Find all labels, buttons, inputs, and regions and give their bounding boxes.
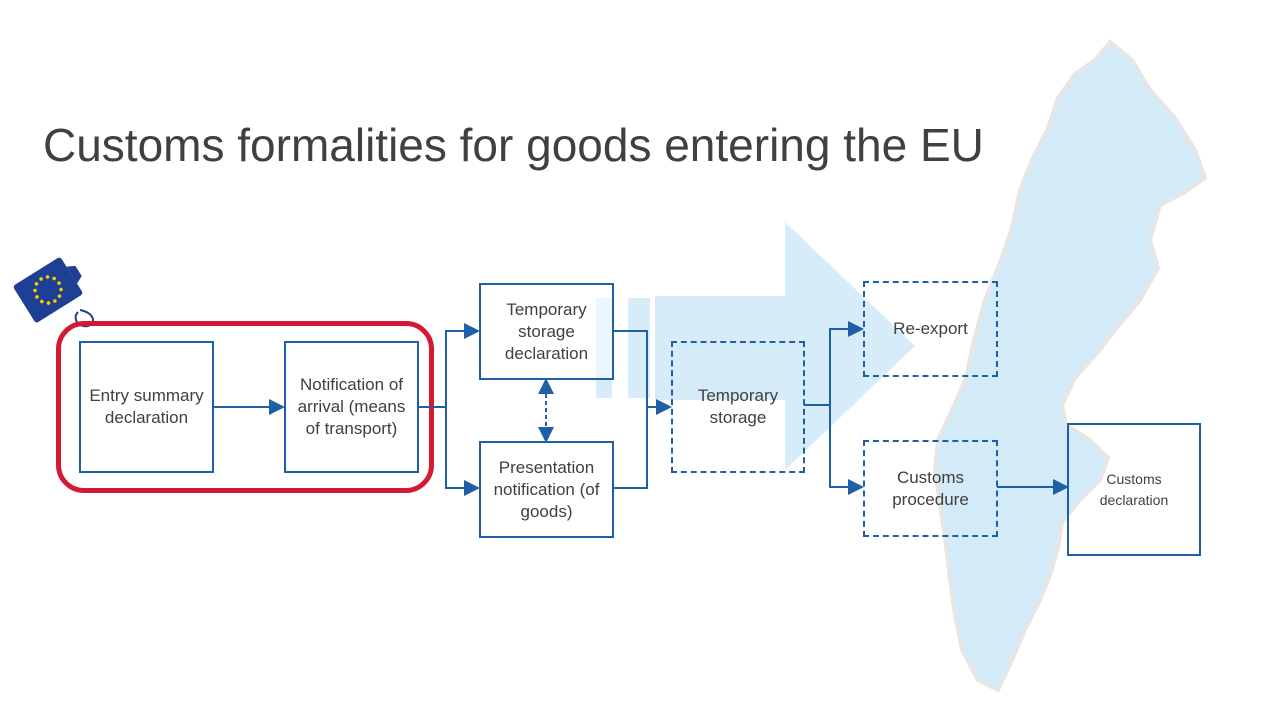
- node-entry-summary-declaration: Entry summary declaration: [79, 341, 214, 473]
- big-arrow-background: [655, 222, 915, 470]
- page-title: Customs formalities for goods entering t…: [43, 119, 984, 171]
- node-customs-procedure: Customs procedure: [863, 440, 998, 537]
- node-presentation-notification: Presentation notification (of goods): [479, 441, 614, 538]
- node-label: Customs procedure: [892, 467, 969, 509]
- node-re-export: Re-export: [863, 281, 998, 377]
- node-label: Temporary storage declaration: [504, 299, 589, 363]
- node-label: Notification of arrival (means of transp…: [297, 375, 406, 438]
- node-customs-declaration: Customs declaration: [1067, 423, 1201, 556]
- sweden-map-silhouette: [932, 39, 1208, 693]
- arrow-to-presentation: [445, 407, 480, 496]
- connector-decl-out: [613, 330, 648, 407]
- node-notification-of-arrival: Notification of arrival (means of transp…: [284, 341, 419, 473]
- node-label: Re-export: [893, 319, 968, 338]
- node-label: Temporary storage: [697, 386, 779, 427]
- arrow-to-reexport: [829, 321, 864, 405]
- connector-presentation-out: [613, 407, 648, 489]
- arrow-stripe-2: [628, 298, 650, 398]
- node-temporary-storage-declaration: Temporary storage declaration: [479, 283, 614, 380]
- node-label: Entry summary declaration: [89, 386, 204, 427]
- arrow-to-customs-procedure: [829, 405, 864, 495]
- node-label: Customs declaration: [1099, 470, 1169, 508]
- arrow-to-temp-storage-decl: [445, 323, 480, 407]
- node-temporary-storage: Temporary storage: [671, 341, 805, 473]
- node-label: Presentation notification (of goods): [493, 457, 600, 521]
